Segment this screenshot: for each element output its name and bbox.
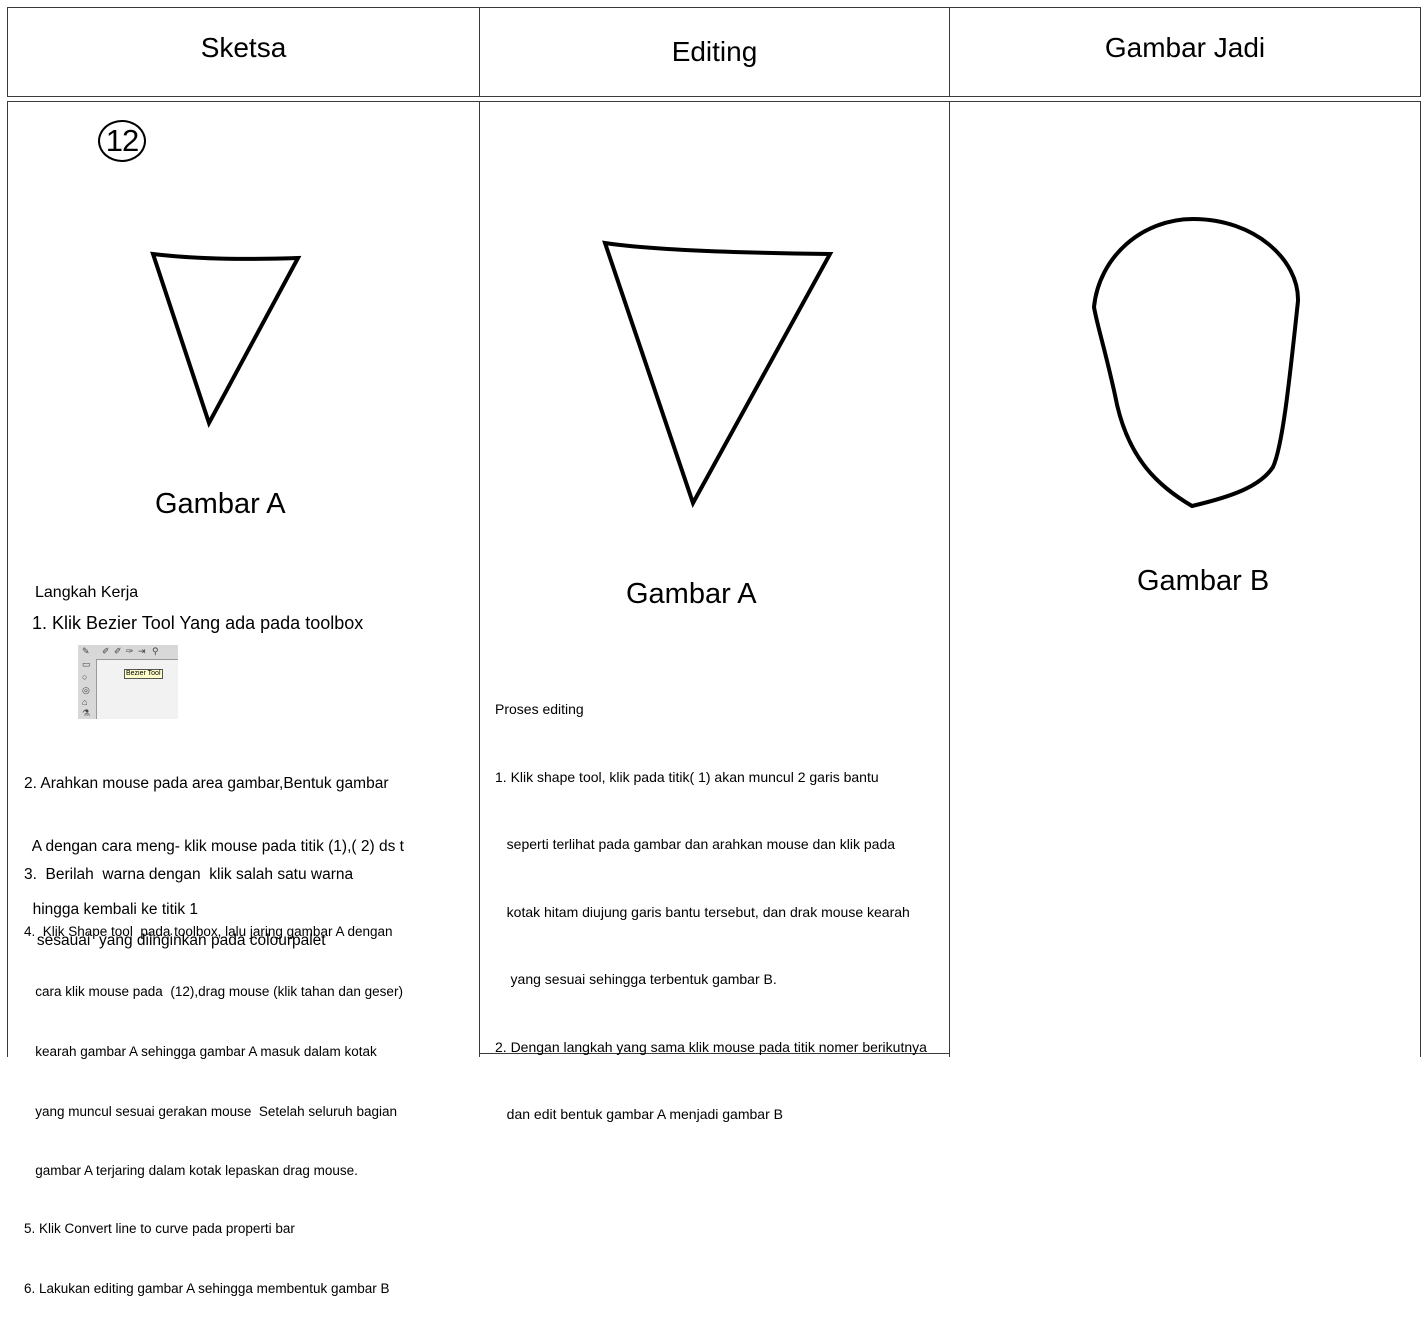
sketsa-step-2-line-1: 2. Arahkan mouse pada area gambar,Bentuk… (24, 773, 404, 794)
dimension-tool-icon: ⇥ (138, 646, 146, 657)
proses-editing-title: Proses editing (495, 698, 927, 721)
spiral-tool-icon: ◎ (82, 685, 90, 696)
final-shape-b (1080, 205, 1320, 520)
gambar-jadi-caption: Gambar B (1137, 565, 1269, 598)
sketsa-step-4-line-2: cara klik mouse pada (12),drag mouse (kl… (24, 982, 403, 1002)
editing-step-2-line-1: 2. Dengan langkah yang sama klik mouse p… (495, 1036, 927, 1059)
freehand-tool-icon: ✐ (102, 646, 110, 657)
header-editing: Editing (480, 8, 949, 96)
header-sketsa: Sketsa (8, 4, 479, 92)
fill-tool-icon: ⚗ (82, 708, 90, 719)
sketsa-caption: Gambar A (155, 488, 286, 521)
table-border-right-body (1420, 101, 1421, 1057)
table-border-left-body (7, 101, 8, 1057)
column-divider-1-body (479, 101, 480, 1057)
editing-step-1-line-3: kotak hitam diujung garis bantu tersebut… (495, 901, 927, 924)
body-border-top (7, 101, 1421, 102)
editing-step-1-line-1: 1. Klik shape tool, klik pada titik( 1) … (495, 766, 927, 789)
header-gambar-jadi: Gambar Jadi (950, 4, 1420, 92)
sketsa-step-4: 4. Klik Shape tool pada toolbox, lalu ja… (24, 882, 403, 1320)
bezier-tool-icon: ✎ (82, 646, 90, 657)
artistic-tool-icon: ✑ (126, 646, 134, 657)
header-border-bottom (7, 96, 1421, 97)
editing-step-1-line-4: yang sesuai sehingga terbentuk gambar B. (495, 968, 927, 991)
sketsa-step-5: 5. Klik Convert line to curve pada prope… (24, 1219, 403, 1238)
editing-instructions: Proses editing 1. Klik shape tool, klik … (495, 653, 927, 1148)
ellipse-tool-icon: ○ (82, 672, 87, 682)
sketsa-step-6: 6. Lakukan editing gambar A sehingga mem… (24, 1278, 403, 1300)
rectangle-tool-icon: ▭ (82, 659, 91, 670)
sketsa-step-1: 1. Klik Bezier Tool Yang ada pada toolbo… (32, 613, 363, 634)
langkah-kerja-title: Langkah Kerja (35, 584, 138, 602)
editing-step-2-line-2: dan edit bentuk gambar A menjadi gambar … (495, 1103, 927, 1126)
text-tool-icon: ⌂ (82, 697, 87, 707)
pen-tool-icon: ✐ (114, 646, 122, 657)
sketch-triangle-a (140, 240, 310, 440)
connector-tool-icon: ⚲ (152, 646, 159, 657)
table-border-right-header (1420, 7, 1421, 97)
bezier-tool-tooltip: Bezier Tool (124, 669, 163, 679)
sketsa-step-4-line-4: yang muncul sesuai gerakan mouse Setelah… (24, 1102, 403, 1122)
sketsa-step-4-line-5: gambar A terjaring dalam kotak lepaskan … (24, 1162, 403, 1179)
sketsa-step-4-line-1: 4. Klik Shape tool pada toolbox, lalu ja… (24, 922, 403, 942)
editing-step-1-line-2: seperti terlihat pada gambar dan arahkan… (495, 833, 927, 856)
toolbox-screenshot: ✎ ✐ ✐ ✑ ⇥ ⚲ ▭ ○ ◎ ⌂ ⚗ Bezier Tool (78, 645, 178, 719)
editing-triangle-a (595, 230, 845, 520)
point-12-marker: 12 (98, 120, 146, 162)
editing-caption: Gambar A (626, 578, 757, 611)
sketsa-step-4-line-3: kearah gambar A sehingga gambar A masuk … (24, 1042, 403, 1062)
column-divider-2-body (949, 101, 950, 1057)
